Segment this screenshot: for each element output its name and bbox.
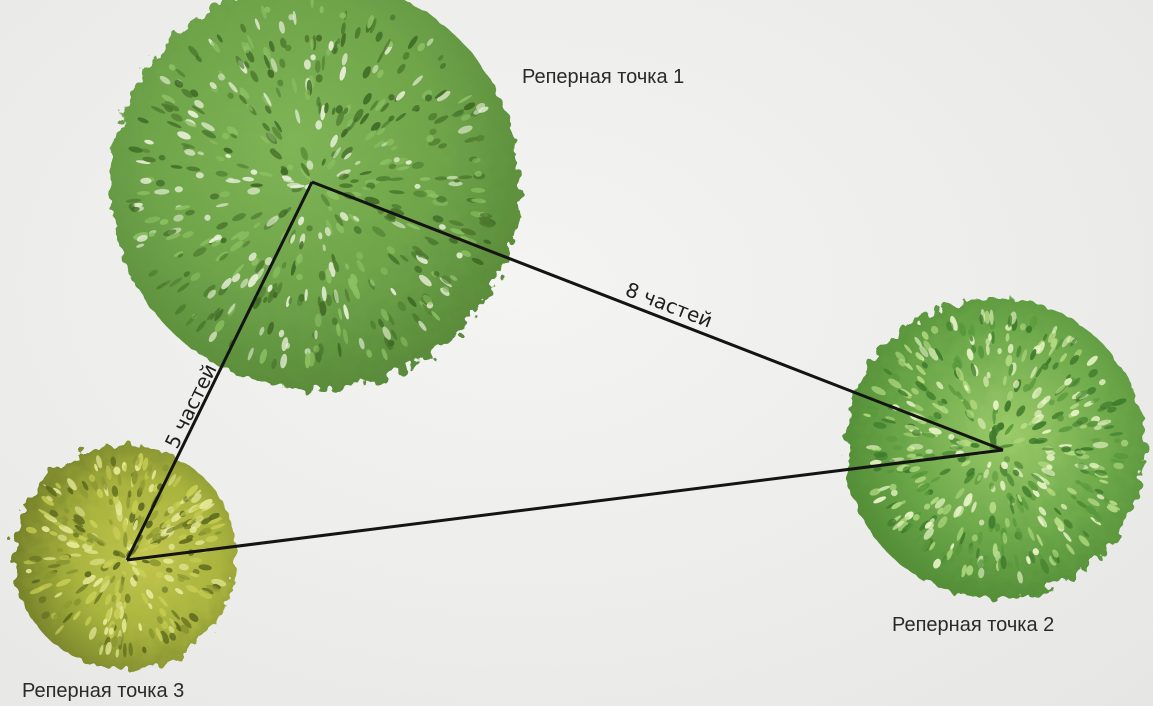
shrub-3 [13, 445, 237, 669]
edge-label-1-2: 8 частей [622, 277, 716, 332]
label-reference-point-2: Реперная точка 2 [892, 614, 1054, 637]
foliage-speckle [250, 183, 263, 187]
shrub-1 [110, 0, 520, 390]
foliage-speckle [60, 555, 70, 561]
foliage-speckle [992, 471, 998, 482]
foliage-speckle [314, 330, 317, 339]
foliage-speckle [122, 519, 127, 532]
foliage-speckle [123, 602, 126, 609]
foliage-speckle [892, 445, 903, 450]
foliage-speckle [123, 643, 127, 657]
label-reference-point-3: Реперная точка 3 [22, 680, 184, 703]
label-reference-point-1: Реперная точка 1 [522, 66, 684, 89]
foliage-speckle [993, 543, 998, 557]
foliage-speckle [123, 465, 126, 472]
edge-label-1-3: 5 частей [160, 360, 222, 452]
foliage-speckle [950, 446, 964, 449]
foliage-speckle [313, 345, 319, 352]
